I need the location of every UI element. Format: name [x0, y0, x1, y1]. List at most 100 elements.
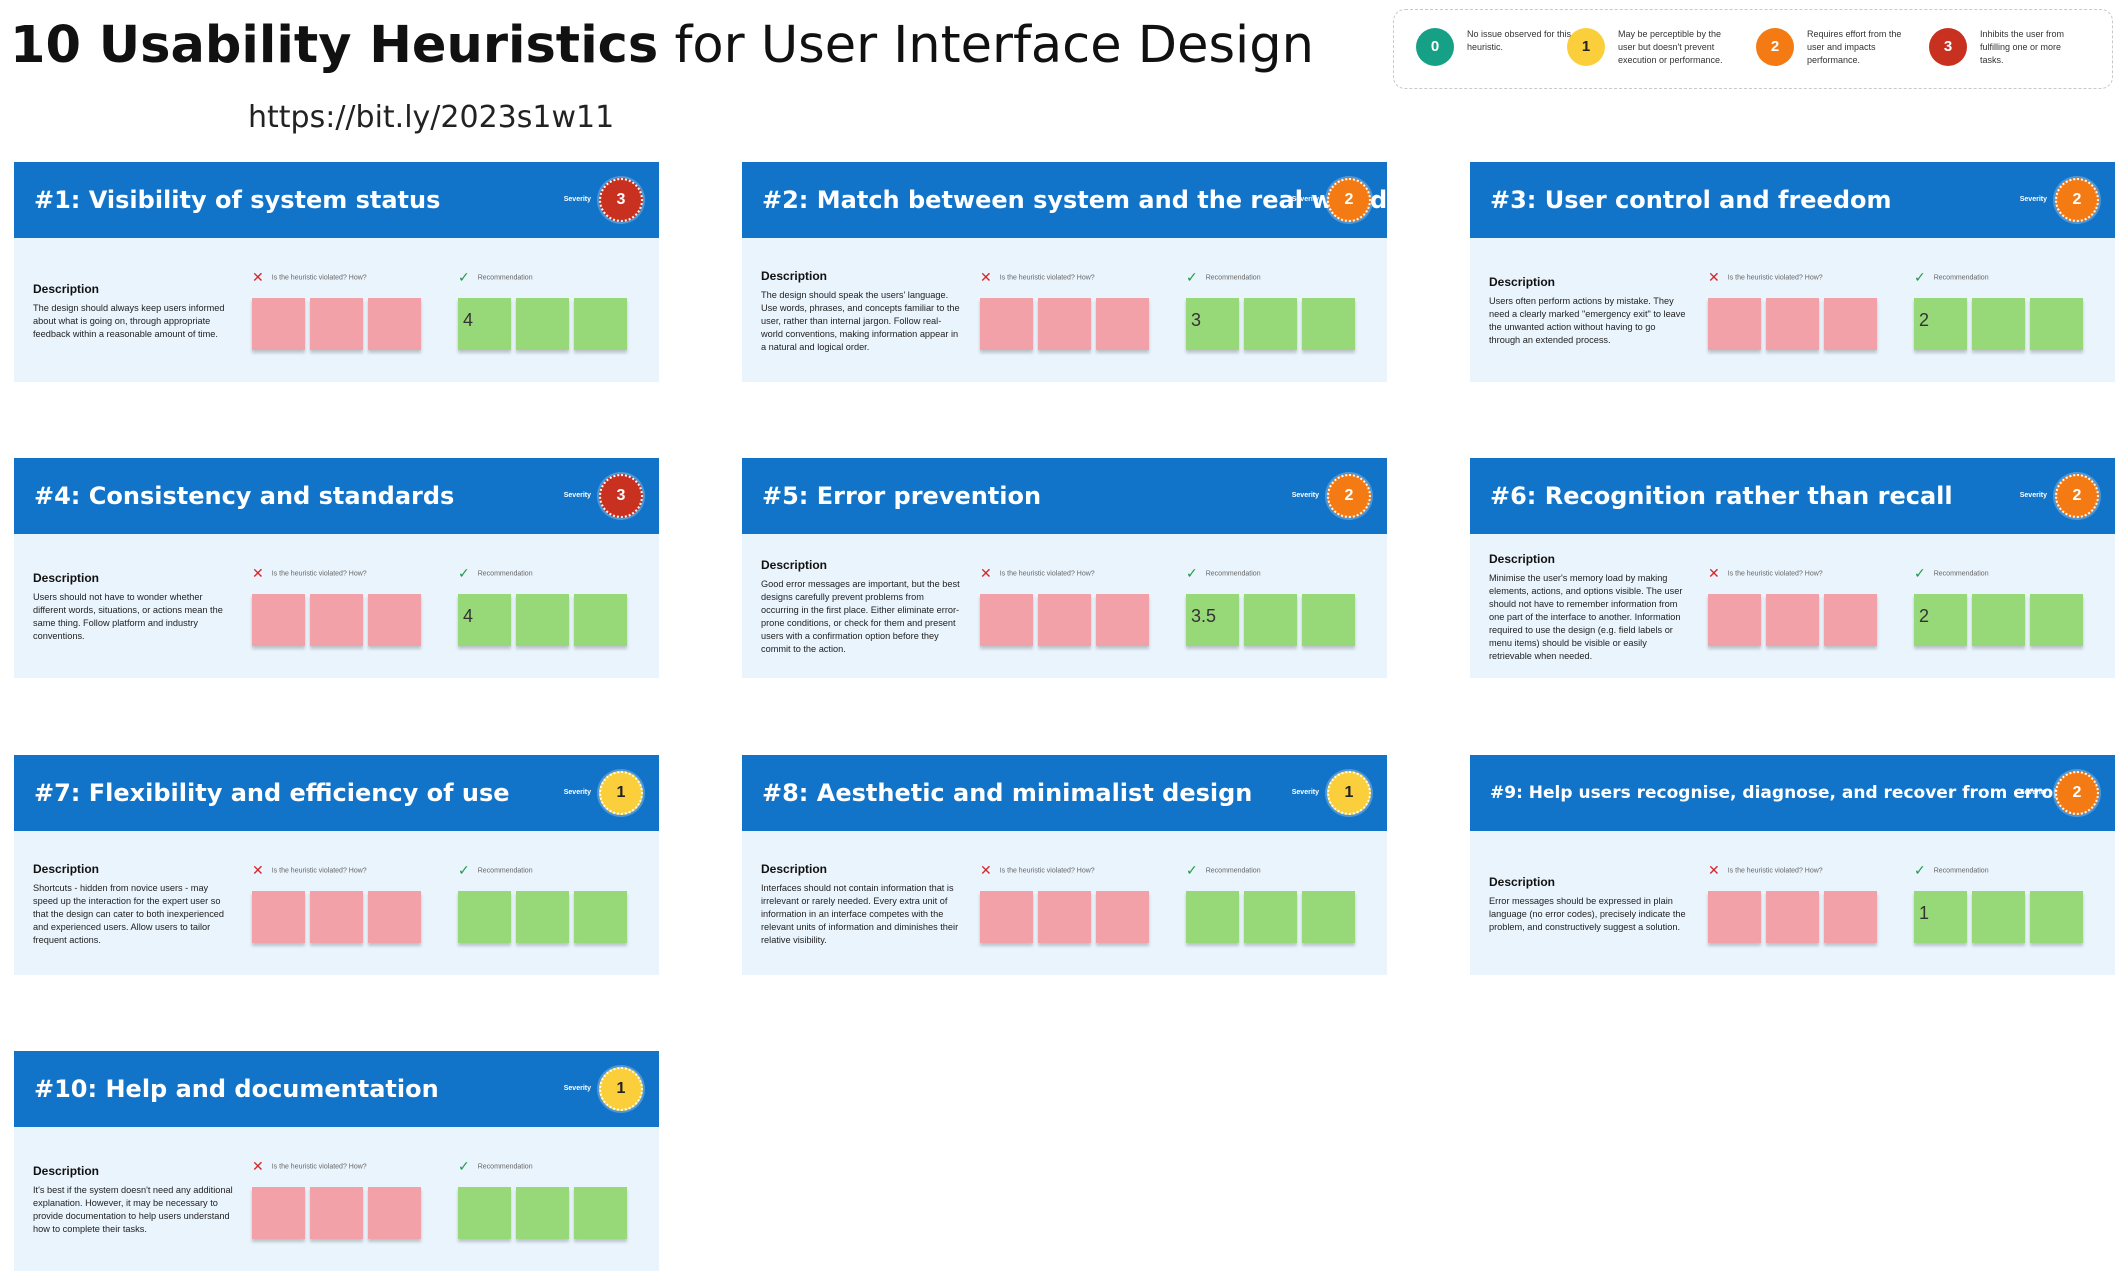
recommendation-sticky-note[interactable]: 3 — [1186, 298, 1239, 350]
recommendation-sticky-note[interactable] — [2030, 594, 2083, 646]
recommendation-header: ✓Recommendation — [1186, 269, 1261, 286]
violation-sticky-note[interactable] — [310, 298, 363, 350]
page-title-bold: 10 Usability Heuristics — [10, 16, 659, 75]
violation-sticky-note[interactable] — [980, 594, 1033, 646]
page-url[interactable]: https://bit.ly/2023s1w11 — [248, 100, 615, 135]
severity-badge[interactable]: 1 — [599, 771, 643, 815]
recommendation-sticky-note[interactable] — [516, 298, 569, 350]
violated-header: ✕Is the heuristic violated? How? — [252, 1158, 367, 1175]
recommendation-label: Recommendation — [1205, 274, 1261, 282]
recommendation-sticky-note[interactable] — [1244, 298, 1297, 350]
violation-sticky-note[interactable] — [252, 594, 305, 646]
description-text: Error messages should be expressed in pl… — [1489, 895, 1686, 932]
card-title: #9: Help users recognise, diagnose, and … — [1490, 783, 2072, 803]
severity-badge[interactable]: 1 — [599, 1067, 643, 1111]
recommendation-sticky-note[interactable] — [1244, 594, 1297, 646]
heuristic-card-4[interactable]: #4: Consistency and standards Severity 3… — [14, 458, 659, 678]
violation-sticky-note[interactable] — [1096, 891, 1149, 943]
severity-badge[interactable]: 2 — [2055, 178, 2099, 222]
recommendation-sticky-note[interactable] — [458, 1187, 511, 1239]
violation-sticky-note[interactable] — [252, 891, 305, 943]
violation-sticky-note[interactable] — [252, 298, 305, 350]
violation-sticky-note[interactable] — [980, 891, 1033, 943]
violation-sticky-note[interactable] — [1038, 594, 1091, 646]
recommendation-sticky-note[interactable] — [458, 891, 511, 943]
severity-badge[interactable]: 3 — [599, 474, 643, 518]
violation-sticky-note[interactable] — [1038, 298, 1091, 350]
violation-sticky-note[interactable] — [252, 1187, 305, 1239]
heuristic-card-3[interactable]: #3: User control and freedom Severity 2 … — [1470, 162, 2115, 382]
recommendation-sticky-note[interactable] — [1302, 594, 1355, 646]
description-label: Description — [33, 281, 100, 296]
description-label: Description — [33, 571, 100, 585]
violation-sticky-note[interactable] — [368, 298, 421, 350]
severity-badge[interactable]: 1 — [1327, 771, 1371, 815]
severity-badge[interactable]: 3 — [599, 178, 643, 222]
violation-sticky-note[interactable] — [310, 1187, 363, 1239]
recommendation-sticky-note[interactable] — [574, 1187, 627, 1239]
description-text: The design should speak the users' langu… — [761, 289, 960, 352]
recommendation-sticky-note[interactable] — [1302, 298, 1355, 350]
violation-sticky-note[interactable] — [980, 298, 1033, 350]
recommendation-sticky-note[interactable]: 1 — [1914, 891, 1967, 943]
description-block: Description Minimise the user's memory l… — [1489, 536, 1689, 678]
severity-badge[interactable]: 2 — [2055, 771, 2099, 815]
violation-sticky-note[interactable] — [1824, 298, 1877, 350]
violation-sticky-note[interactable] — [1824, 891, 1877, 943]
violation-sticky-note[interactable] — [1096, 594, 1149, 646]
heuristic-card-7[interactable]: #7: Flexibility and efficiency of use Se… — [14, 755, 659, 975]
recommendation-label: Recommendation — [477, 1163, 533, 1171]
recommendation-sticky-note[interactable] — [1302, 891, 1355, 943]
recommendation-sticky-note[interactable] — [574, 891, 627, 943]
recommendation-sticky-note[interactable] — [516, 1187, 569, 1239]
recommendation-sticky-note[interactable] — [1186, 891, 1239, 943]
violation-sticky-note[interactable] — [1708, 594, 1761, 646]
recommendation-sticky-note[interactable]: 4 — [458, 594, 511, 646]
violation-sticky-note[interactable] — [1766, 594, 1819, 646]
violated-label: Is the heuristic violated? How? — [999, 274, 1095, 282]
cross-icon: ✕ — [980, 862, 992, 878]
heuristic-card-1[interactable]: #1: Visibility of system status Severity… — [14, 162, 659, 382]
heuristic-card-5[interactable]: #5: Error prevention Severity 2 Descript… — [742, 458, 1387, 678]
recommendation-sticky-note[interactable] — [574, 298, 627, 350]
heuristic-card-9[interactable]: #9: Help users recognise, diagnose, and … — [1470, 755, 2115, 975]
heuristic-card-6[interactable]: #6: Recognition rather than recall Sever… — [1470, 458, 2115, 678]
violation-sticky-note[interactable] — [310, 891, 363, 943]
recommendation-sticky-note[interactable] — [1972, 891, 2025, 943]
violation-sticky-note[interactable] — [1038, 891, 1091, 943]
violation-sticky-note[interactable] — [1766, 891, 1819, 943]
heuristic-card-2[interactable]: #2: Match between system and the real wo… — [742, 162, 1387, 382]
violation-sticky-note[interactable] — [1824, 594, 1877, 646]
recommendation-sticky-note[interactable] — [516, 891, 569, 943]
violation-sticky-note[interactable] — [368, 1187, 421, 1239]
recommendation-sticky-note[interactable]: 4 — [458, 298, 511, 350]
violation-sticky-note[interactable] — [368, 891, 421, 943]
recommendation-sticky-note[interactable] — [2030, 891, 2083, 943]
violation-sticky-note[interactable] — [1766, 298, 1819, 350]
severity-badge[interactable]: 2 — [1327, 178, 1371, 222]
recommendation-sticky-note[interactable] — [1972, 594, 2025, 646]
violation-sticky-note[interactable] — [1708, 298, 1761, 350]
recommendation-sticky-note[interactable] — [1244, 891, 1297, 943]
check-icon: ✓ — [458, 862, 470, 878]
violation-sticky-note[interactable] — [1096, 298, 1149, 350]
severity-label: Severity — [563, 196, 591, 203]
severity-badge[interactable]: 2 — [2055, 474, 2099, 518]
card-title: #1: Visibility of system status — [34, 186, 441, 214]
recommendation-sticky-note[interactable]: 2 — [1914, 298, 1967, 350]
recommendation-sticky-note[interactable] — [574, 594, 627, 646]
recommendation-sticky-note[interactable] — [2030, 298, 2083, 350]
heuristic-card-8[interactable]: #8: Aesthetic and minimalist design Seve… — [742, 755, 1387, 975]
recommendation-sticky-note[interactable] — [1972, 298, 2025, 350]
heuristic-card-10[interactable]: #10: Help and documentation Severity 1 D… — [14, 1051, 659, 1271]
recommendation-sticky-note[interactable]: 3.5 — [1186, 594, 1239, 646]
cross-icon: ✕ — [1708, 269, 1720, 285]
violation-sticky-note[interactable] — [310, 594, 363, 646]
violation-sticky-note[interactable] — [368, 594, 421, 646]
card-header: #8: Aesthetic and minimalist design Seve… — [742, 755, 1387, 831]
severity-badge[interactable]: 2 — [1327, 474, 1371, 518]
description-block: Description The design should speak the … — [761, 240, 961, 382]
recommendation-sticky-note[interactable] — [516, 594, 569, 646]
recommendation-sticky-note[interactable]: 2 — [1914, 594, 1967, 646]
violation-sticky-note[interactable] — [1708, 891, 1761, 943]
